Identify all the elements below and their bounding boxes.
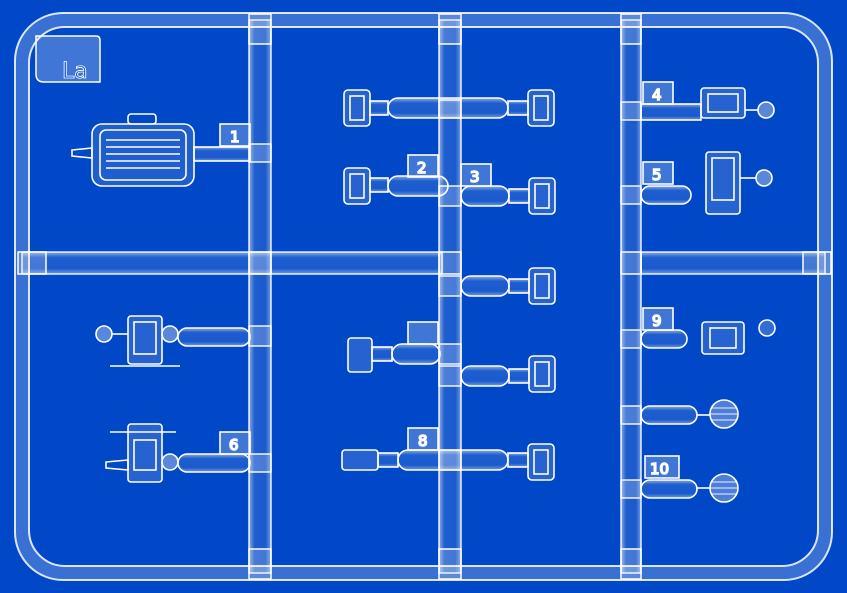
part-5-component: 5: [640, 151, 773, 215]
part-number-9: 9: [652, 312, 662, 330]
part-9-component: 9: [640, 307, 776, 355]
center-rod-a: [460, 267, 556, 305]
part-number-5: 5: [652, 166, 662, 184]
part-number-1: 1: [230, 128, 240, 146]
left-lower-component-a: [95, 315, 251, 367]
part-number-6: 6: [229, 436, 239, 454]
sprue-vertical-runners: [248, 19, 642, 574]
frame-code-label: La: [62, 59, 88, 84]
sprue-horizontal-runners: [21, 251, 826, 275]
part-number-2: 2: [417, 159, 427, 177]
part-number-3: 3: [470, 168, 480, 186]
runner-attach-blocks: [248, 99, 642, 499]
part-3-rod: 3: [460, 163, 556, 215]
part-2-upper-rod: [343, 89, 555, 127]
center-left-rod: [347, 321, 441, 373]
part-6-component: 6: [105, 423, 251, 483]
center-rod-b: [460, 355, 556, 393]
part-8-rod: 8: [341, 427, 555, 481]
part-number-10: 10: [650, 460, 669, 478]
part-number-4: 4: [652, 86, 662, 104]
sprue-outer-frame: [14, 12, 833, 581]
runner-junctions: [17, 13, 832, 580]
part-10-knob: 10: [640, 455, 739, 503]
part-2-lower-rod: 2: [343, 154, 449, 205]
right-knob-upper: [640, 399, 739, 429]
part-1-box: 1: [71, 113, 251, 187]
frame-code-tag: La: [35, 35, 101, 84]
part-4-component: 4: [640, 81, 775, 121]
part-number-8: 8: [418, 432, 428, 450]
